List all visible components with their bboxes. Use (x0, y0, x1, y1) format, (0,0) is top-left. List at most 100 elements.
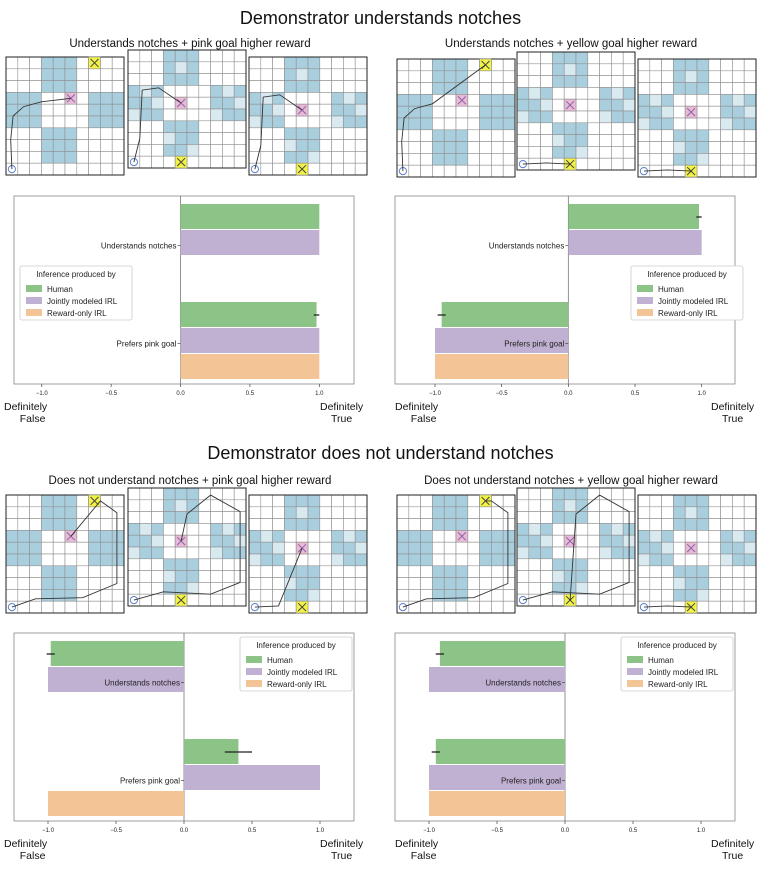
grid-cell (467, 153, 480, 166)
legend-swatch (627, 680, 643, 687)
grid-cell (637, 541, 651, 555)
grid-cell (260, 151, 273, 164)
grid-cell (396, 506, 410, 519)
grid-cell (622, 146, 636, 159)
grid-cell (696, 129, 710, 142)
grid-cell (64, 68, 78, 81)
grid-cell (637, 117, 651, 131)
grid-cell (88, 518, 101, 531)
grid-cell (528, 558, 541, 571)
grid-cell (174, 49, 188, 63)
grid-cell (491, 553, 504, 567)
grid-cell (637, 141, 651, 154)
pink-goal (174, 96, 188, 110)
grid-cell (319, 577, 332, 590)
grid-cell (163, 120, 176, 133)
grid-cell (100, 68, 113, 81)
grid-cell (307, 589, 321, 602)
grid-cell (307, 127, 321, 140)
grid-cell (319, 506, 332, 519)
grid-cell (174, 499, 188, 512)
grid-cell (587, 487, 600, 501)
grid-cell (491, 153, 504, 166)
grid-cell (331, 565, 344, 578)
grid-cell (637, 70, 651, 83)
grid-cell (174, 546, 188, 560)
grid-cell (163, 108, 176, 122)
grid-cell (233, 499, 247, 512)
grid-cell (491, 541, 504, 555)
grid-cell (420, 600, 433, 614)
grid-cell (5, 565, 19, 578)
grid-cell (198, 120, 211, 133)
legend-swatch (246, 680, 262, 687)
grid-cell (432, 565, 445, 578)
grid-cell (222, 499, 235, 512)
grid-cell (408, 82, 421, 95)
grid-cell (611, 511, 624, 524)
grid-cell (307, 115, 321, 129)
grid-cell (673, 94, 686, 107)
grid-cell (443, 70, 457, 83)
pink-goal (684, 105, 698, 119)
grid-cell (587, 558, 600, 571)
grid-cell (233, 144, 247, 157)
grid-cell (64, 565, 78, 578)
grid-cell (17, 506, 30, 519)
grid-cell (622, 98, 636, 112)
grid-cell (575, 75, 589, 88)
grid-cell (354, 127, 368, 140)
grid-cell (540, 63, 553, 76)
grid-cell (552, 546, 565, 560)
grid-cell (720, 70, 733, 83)
grid-border (5, 56, 125, 176)
grid-cell (684, 589, 698, 602)
grid-cell (552, 110, 565, 124)
x-tick-label: −1.0 (423, 828, 436, 834)
grid-cell (491, 565, 504, 578)
x-tick-label: 0.0 (176, 391, 185, 397)
grid-cell (540, 558, 553, 571)
grid-cell (354, 151, 368, 164)
grid-border (396, 58, 516, 178)
grid-cell (467, 82, 480, 95)
grid-cell (455, 553, 469, 567)
x-tick-label: −1.0 (429, 391, 442, 397)
grid-cell (111, 565, 125, 578)
grid-cell (331, 577, 344, 590)
grid-cell (198, 108, 211, 122)
grid-cell (5, 494, 19, 508)
bar (180, 328, 320, 353)
grid-cell (331, 115, 344, 129)
category-label: Prefers pink goal (120, 777, 180, 786)
trajectory-path (10, 97, 71, 170)
grid-cell (233, 85, 247, 98)
grid-cell (343, 139, 356, 152)
gridworld-3 (248, 56, 368, 176)
grid-cell (528, 51, 541, 65)
grid-cell (354, 56, 368, 70)
grid-cell (611, 499, 624, 512)
grid-cell (599, 499, 612, 512)
grid-cell (696, 58, 710, 72)
grid-cell (127, 61, 141, 74)
grid-cell (661, 553, 674, 567)
grid-cell (516, 87, 530, 100)
grid-cell (343, 506, 356, 519)
grid-cell (343, 577, 356, 590)
grid-cell (408, 541, 421, 555)
yellow-goal (174, 593, 188, 607)
grid-cell (17, 589, 30, 602)
legend-title: Inference produced by (256, 641, 336, 650)
grid-cell (455, 129, 469, 142)
grid-cell (210, 144, 223, 157)
grid-cell (139, 49, 152, 63)
grid-cell (732, 94, 745, 107)
grid-cell (76, 115, 89, 129)
grid-cell (331, 506, 344, 519)
grid-cell (540, 146, 553, 159)
grid-cell (186, 155, 200, 169)
x-tick-label: 0.0 (564, 391, 573, 397)
grid-cell (233, 108, 247, 122)
